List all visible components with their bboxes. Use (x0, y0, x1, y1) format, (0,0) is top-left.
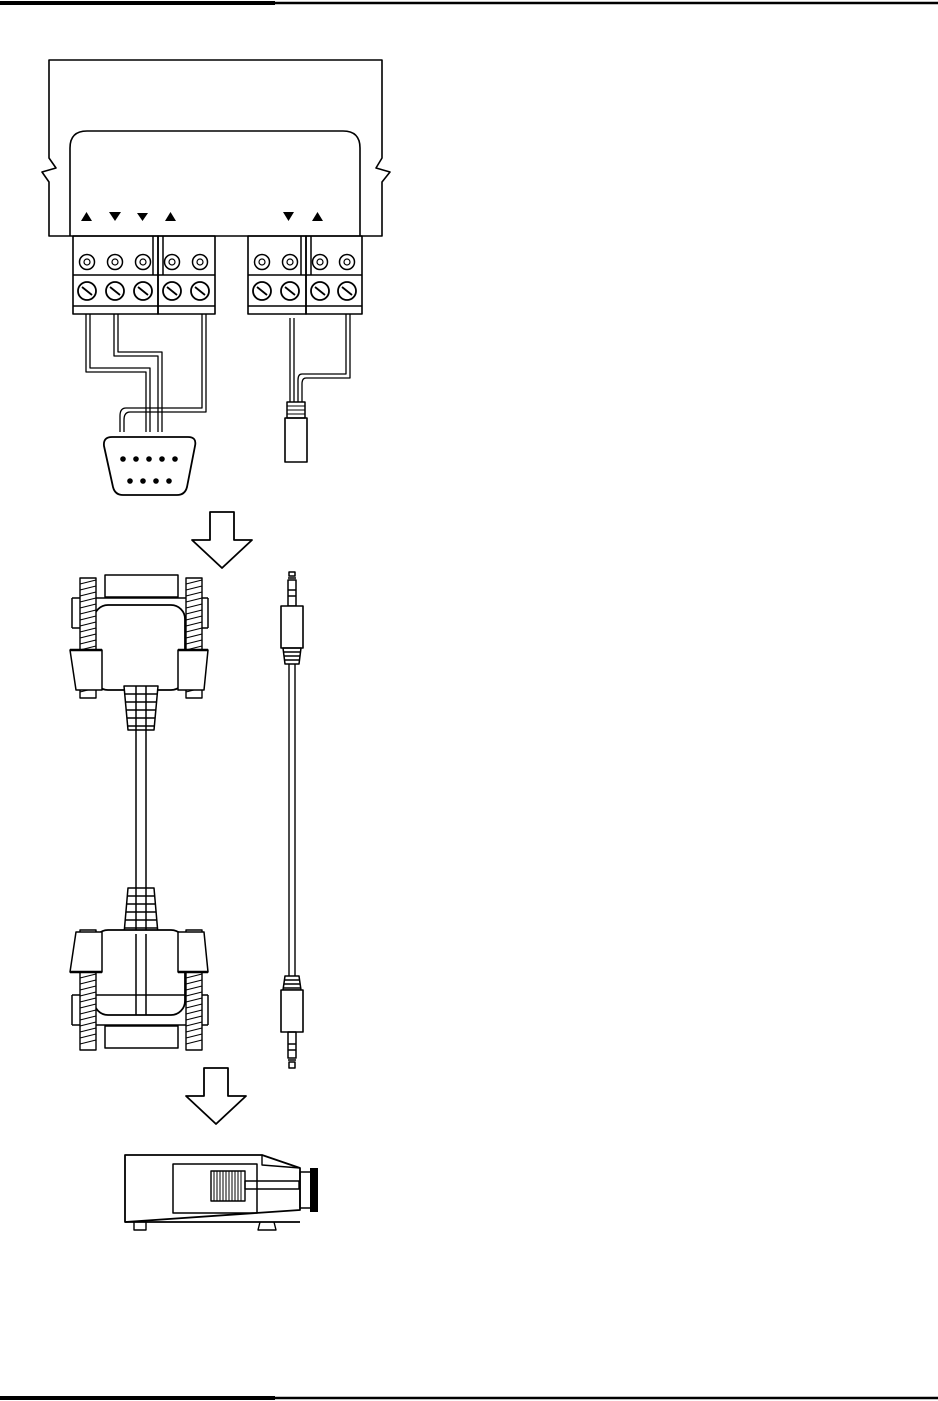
arrow-up-icon (165, 212, 176, 221)
mini-jack-cable (281, 572, 303, 1068)
flow-arrow-down-icon (192, 512, 252, 568)
arrow-down-icon (283, 212, 294, 221)
projector-icon (125, 1155, 318, 1230)
serial-cable (70, 575, 208, 1050)
control-unit-housing (42, 60, 390, 236)
db9-serial-connector (104, 437, 195, 495)
direction-arrows (81, 212, 323, 221)
db9-plug-top (70, 575, 208, 730)
db9-plug-bottom (70, 888, 208, 1050)
arrow-up-icon (312, 212, 323, 221)
mini-jack-plug-bottom (281, 976, 303, 1068)
serial-wires (86, 314, 206, 432)
mini-jack-plug-top (281, 572, 303, 664)
arrow-up-icon (81, 212, 92, 221)
terminal-block-right (248, 236, 362, 314)
arrow-down-icon (137, 213, 148, 221)
mini-jack-socket (285, 402, 307, 462)
terminal-block-left (73, 236, 215, 314)
flow-arrow-down-icon (186, 1068, 246, 1124)
jack-wires (290, 314, 350, 402)
arrow-down-icon (109, 212, 121, 221)
